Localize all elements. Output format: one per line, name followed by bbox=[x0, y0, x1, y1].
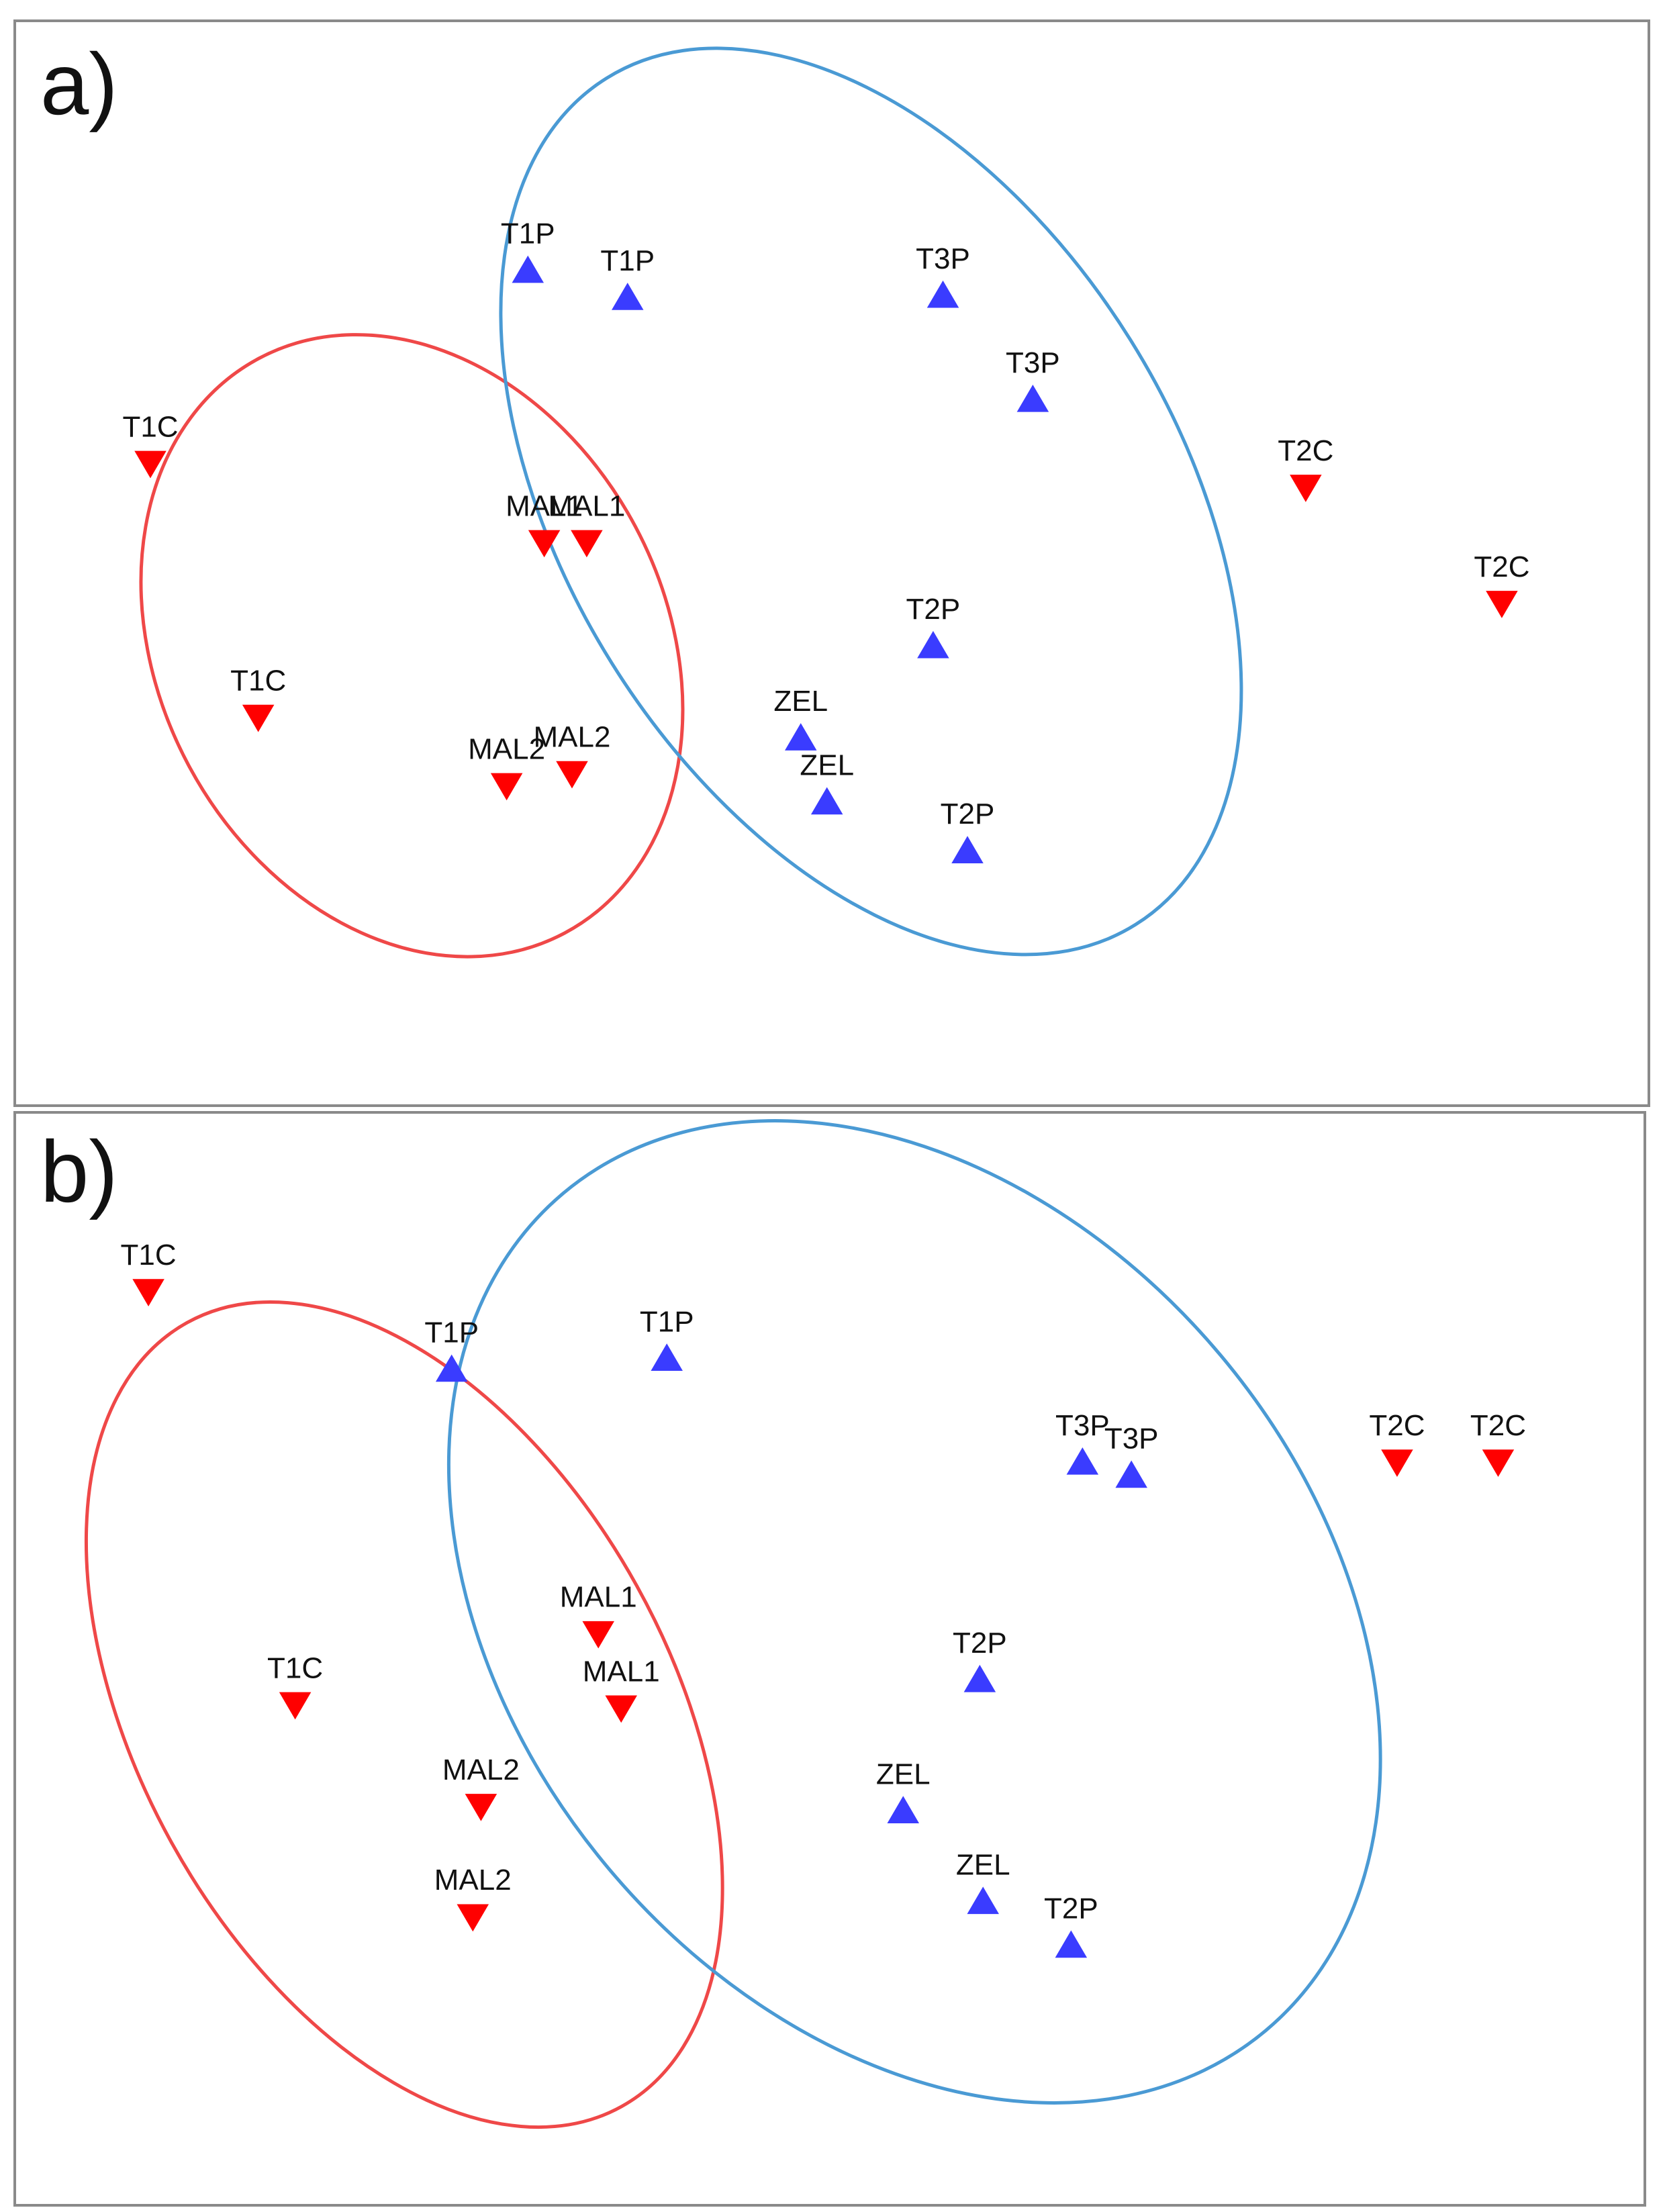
panel-a-point-label: ZEL bbox=[800, 749, 854, 782]
panel-b-point-t2c-marker bbox=[1381, 1449, 1413, 1477]
panel-a-point-mal1-marker bbox=[528, 530, 561, 558]
panel-b-point-t3p-marker bbox=[1115, 1460, 1147, 1488]
panel-a-point-t1p-marker bbox=[611, 283, 644, 310]
panel-b-point-label: MAL2 bbox=[442, 1753, 520, 1786]
panel-b-point-label: MAL1 bbox=[583, 1655, 660, 1688]
panel-b-ellipse-red bbox=[84, 1300, 724, 2129]
panel-a-point-label: MAL1 bbox=[548, 489, 625, 522]
panel-a-point-t2c-marker bbox=[1486, 591, 1518, 618]
panel-a-point-label: MAL2 bbox=[534, 721, 611, 754]
panel-b-point-label: MAL2 bbox=[434, 1864, 512, 1896]
panel-a-point-label: T1C bbox=[122, 410, 178, 443]
panel-a-point-t2p-marker bbox=[917, 630, 949, 659]
panel-a-point-t2p-marker bbox=[951, 836, 984, 863]
panel-a-ellipses bbox=[139, 46, 1243, 959]
panel-b-point-t1c-marker bbox=[279, 1692, 312, 1720]
panel-a-point-label: T2C bbox=[1474, 550, 1529, 583]
panel-b-point-t2p-marker bbox=[1055, 1930, 1088, 1958]
panel-a-point-zel-marker bbox=[810, 787, 843, 815]
panel-b-ellipse-blue bbox=[446, 1119, 1382, 2105]
panel-b-point-label: ZEL bbox=[956, 1848, 1010, 1881]
panel-b-point-mal1-marker bbox=[605, 1695, 637, 1723]
panel-b-point-t1p-marker bbox=[435, 1354, 468, 1382]
panel-b-point-label: T3P bbox=[1104, 1422, 1159, 1455]
panel-a-point-label: MAL1 bbox=[506, 489, 583, 522]
panel-b-point-label: T2P bbox=[1044, 1892, 1098, 1925]
panel-a-point-label: T1C bbox=[230, 664, 286, 697]
panel-b-label: b) bbox=[40, 1122, 118, 1220]
panel-a-point-label: T2P bbox=[906, 593, 961, 626]
panel-b-point-label: T1C bbox=[267, 1651, 323, 1684]
panel-a-ellipse-red bbox=[139, 333, 685, 959]
panel-b-point-label: T1P bbox=[640, 1305, 694, 1338]
panel-a-point-mal1-marker bbox=[571, 530, 603, 558]
panel-a-point-label: T3P bbox=[916, 242, 970, 275]
panel-b-point-t2p-marker bbox=[963, 1664, 996, 1692]
panel-b-point-t3p-marker bbox=[1066, 1447, 1099, 1475]
panel-b-point-mal1-marker bbox=[582, 1621, 614, 1649]
panel-a-point-mal2-marker bbox=[490, 773, 523, 801]
panel-a-point-label: T1P bbox=[501, 218, 555, 250]
panel-b-point-t1c-marker bbox=[132, 1279, 164, 1306]
panel-a-point-mal2-marker bbox=[556, 761, 588, 789]
panel-a-point-t1c-marker bbox=[242, 704, 275, 732]
panel-b-frame bbox=[13, 1111, 1646, 2207]
panel-a-frame bbox=[13, 19, 1650, 1107]
panel-b-point-label: T1C bbox=[121, 1239, 177, 1271]
panel-b-ellipses bbox=[84, 1119, 1382, 2129]
panel-b-point-label: T3P bbox=[1055, 1409, 1110, 1442]
panel-a-point-label: T2P bbox=[941, 798, 995, 830]
panel-a-point-zel-marker bbox=[784, 723, 817, 751]
panel-a-point-label: T2C bbox=[1278, 434, 1333, 467]
panel-a-point-label: T1P bbox=[600, 244, 655, 277]
panel-b-point-label: ZEL bbox=[876, 1758, 931, 1790]
panel-a-point-label: MAL2 bbox=[468, 732, 545, 765]
panel-a-point-t1c-marker bbox=[134, 450, 166, 479]
panel-b-point-label: MAL1 bbox=[560, 1581, 637, 1614]
panel-a-label: a) bbox=[40, 35, 118, 133]
panel-a-ellipse-blue bbox=[499, 46, 1243, 957]
panel-b-point-mal2-marker bbox=[465, 1794, 497, 1821]
panel-b-point-label: T2C bbox=[1470, 1409, 1526, 1442]
panel-b-point-label: T1P bbox=[424, 1316, 479, 1349]
panel-b-point-t2c-marker bbox=[1482, 1449, 1515, 1477]
panel-a-point-label: T3P bbox=[1006, 346, 1060, 379]
panel-a-point-t1p-marker bbox=[512, 255, 544, 283]
panel-a-point-t3p-marker bbox=[1016, 384, 1049, 412]
panel-b-point-zel-marker bbox=[967, 1886, 999, 1915]
panel-b-point-zel-marker bbox=[887, 1796, 920, 1823]
panel-a-points: T1P T1P T3P T3P T2P T2P ZEL ZEL T1C T1C MAL1MAL1MA… bbox=[122, 218, 1530, 863]
panel-b-point-label: T2P bbox=[953, 1627, 1007, 1660]
panel-a-point-label: ZEL bbox=[773, 685, 828, 718]
panel-b-point-t1p-marker bbox=[651, 1343, 683, 1371]
panel-a-point-t3p-marker bbox=[926, 280, 959, 308]
panel-a-point-t2c-marker bbox=[1290, 475, 1322, 502]
panel-b-point-mal2-marker bbox=[457, 1904, 489, 1932]
panel-b-point-label: T2C bbox=[1369, 1409, 1425, 1442]
